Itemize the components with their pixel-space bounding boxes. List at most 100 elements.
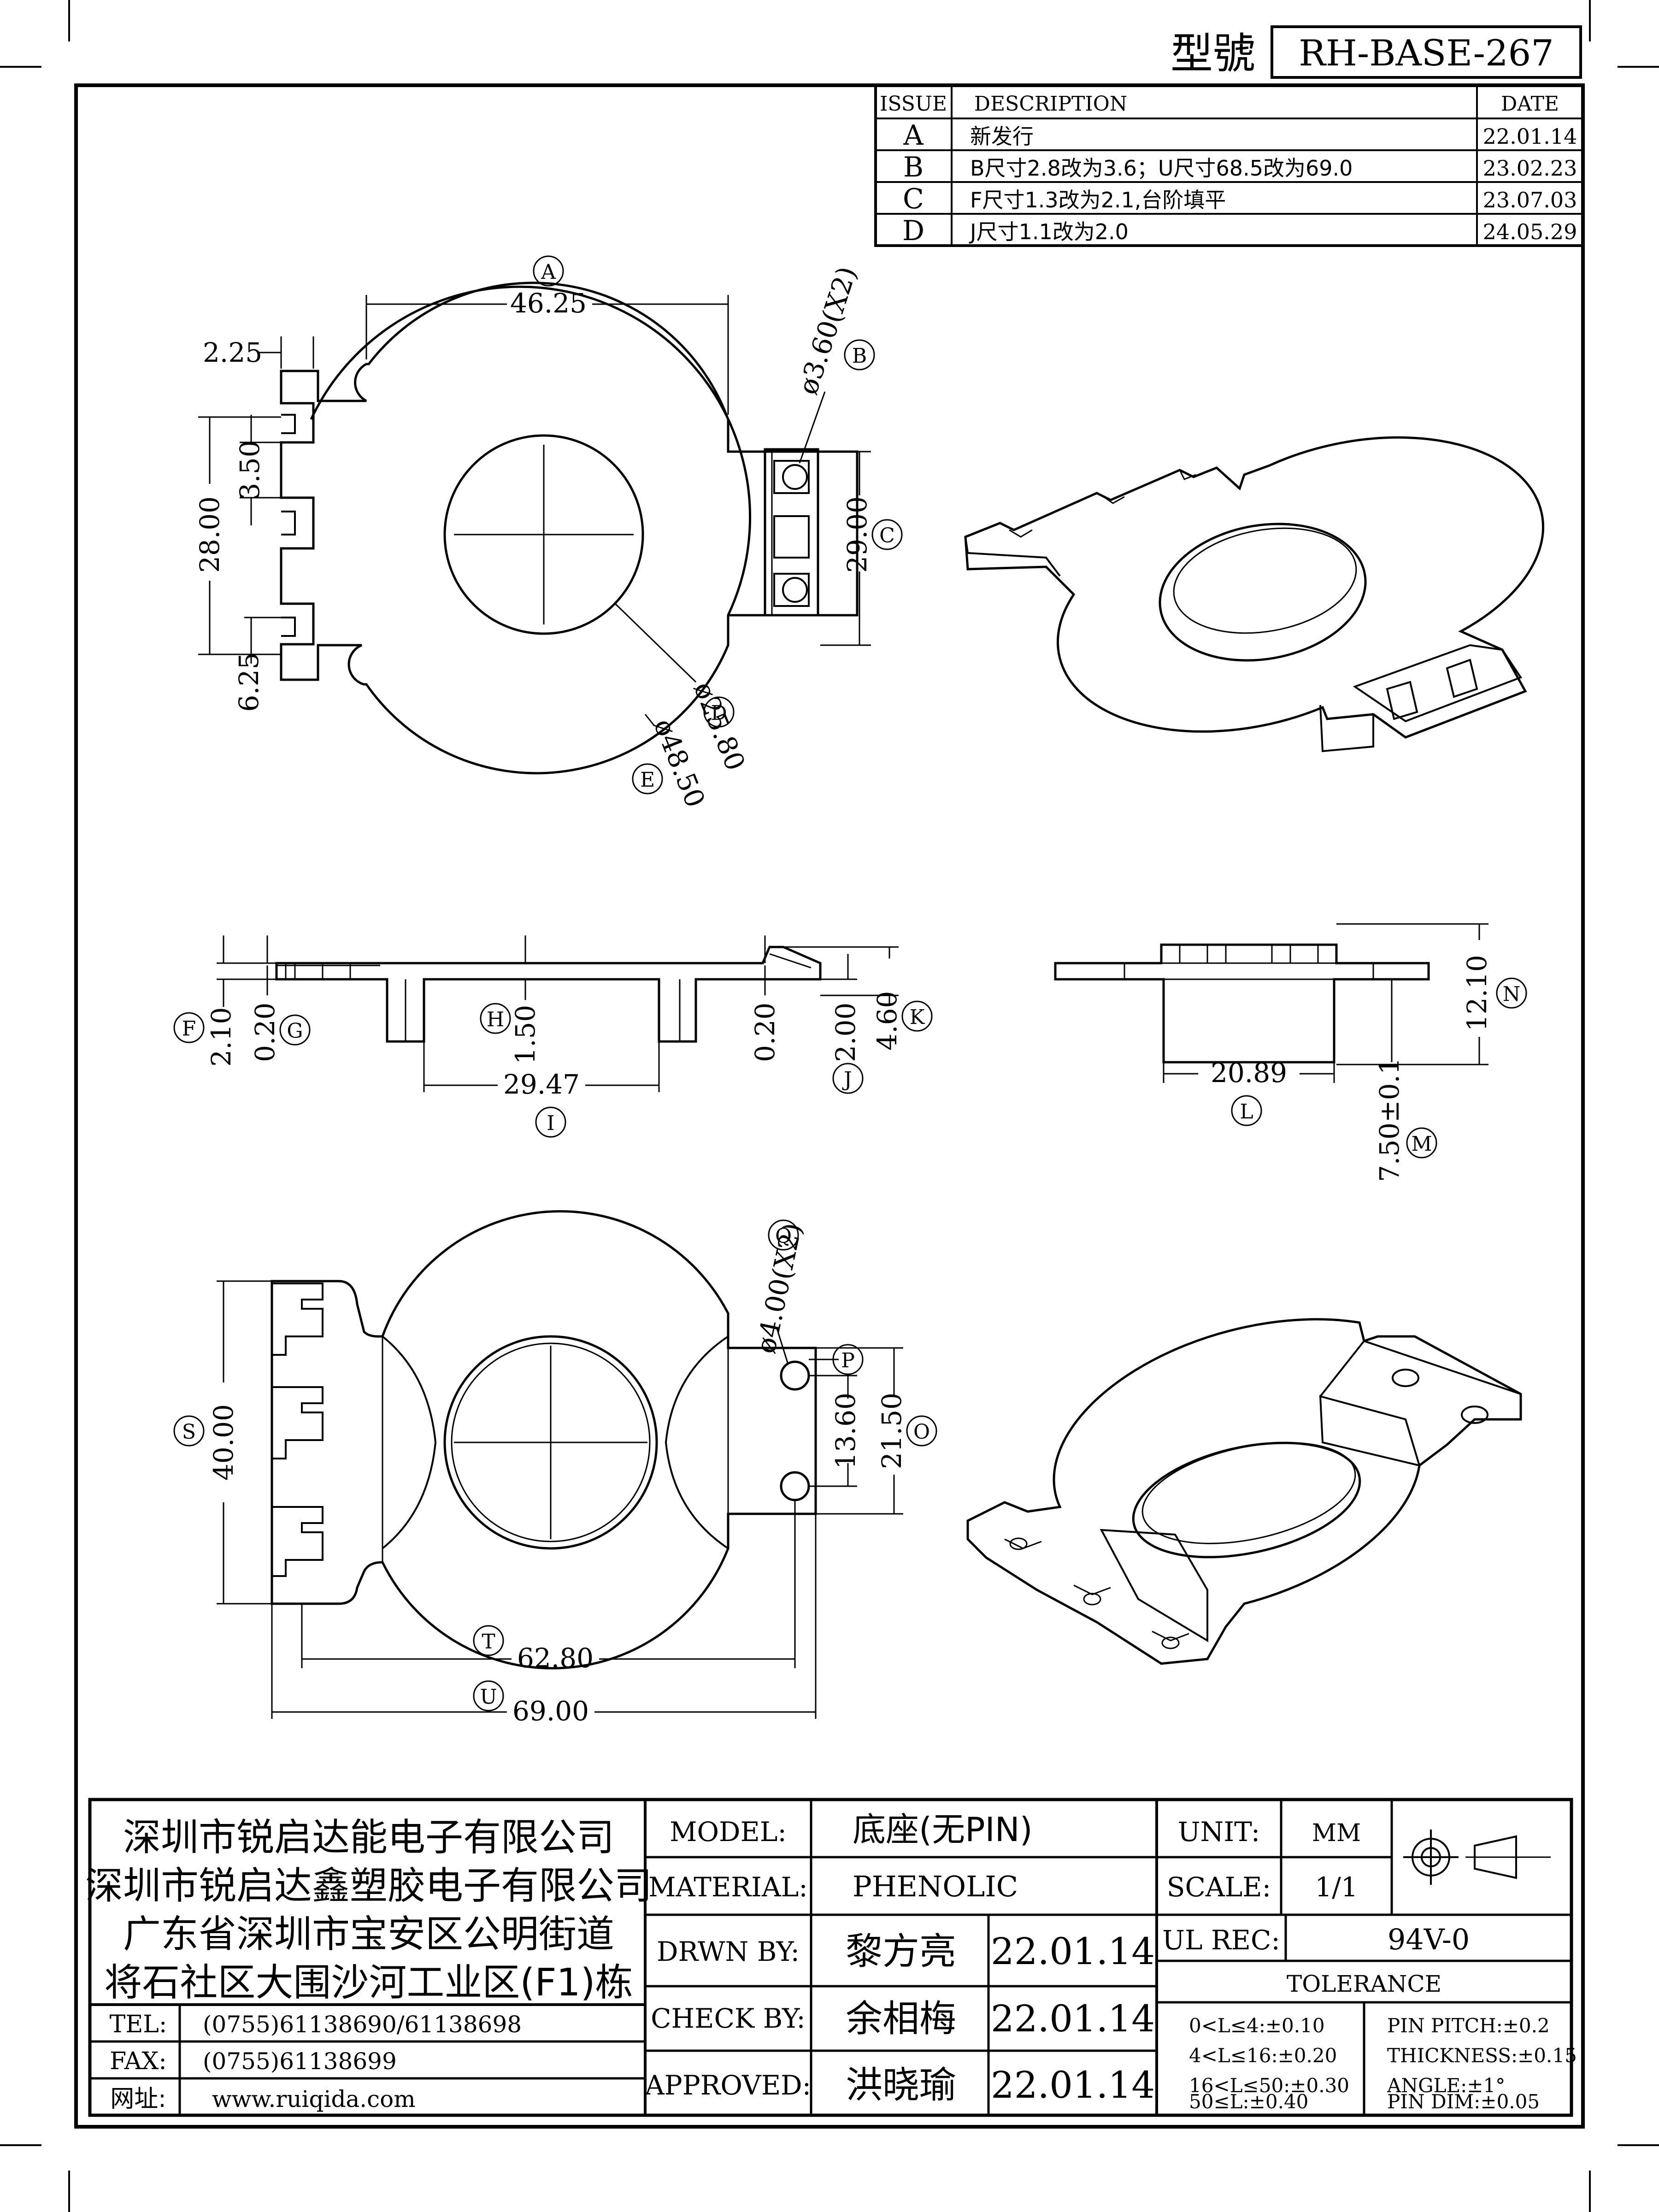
rev-row-issue: A	[903, 119, 924, 152]
dim-tag-k	[901, 1000, 933, 1032]
pin-hole	[780, 1360, 810, 1391]
rev-row-issue: D	[902, 215, 924, 247]
dim-s-value: 40.00	[208, 1404, 239, 1481]
dim-e-value: ø48.50	[647, 714, 711, 812]
rev-header-issue: ISSUE	[880, 92, 947, 116]
svg-text:O: O	[913, 1420, 930, 1444]
title-block	[88, 1798, 1573, 2117]
svg-text:P: P	[841, 1349, 855, 1372]
drawing-info: MODEL: 底座(无PIN) MATERIAL: PHENOLIC DRWN …	[645, 1810, 1577, 2113]
projection-symbol	[1403, 1830, 1551, 1885]
approved-value: 洪晓瑜	[846, 2064, 956, 2106]
svg-text:B: B	[852, 344, 867, 368]
svg-text:E: E	[640, 768, 655, 792]
company-line: 深圳市锐启达能电子有限公司	[123, 1816, 614, 1859]
iso-view-bottom	[966, 1318, 1522, 1665]
dim-tag-l	[1231, 1095, 1262, 1126]
rev-header-description: DESCRIPTION	[974, 92, 1128, 116]
svg-text:U: U	[480, 1685, 497, 1709]
dim-tag-j	[832, 1063, 864, 1094]
scale-value: 1/1	[1315, 1871, 1358, 1903]
dim-h-value: 1.50	[510, 1005, 541, 1064]
dim-u-value: 69.00	[512, 1695, 589, 1727]
side-view-dimensions: 2.10 F 0.20 G 1.50 H 29.47 I 0.20 2.00 J…	[173, 935, 933, 1138]
dim-tag-n	[1496, 977, 1527, 1009]
dim-tag-p	[832, 1344, 864, 1375]
dim-625-value: 6.25	[233, 652, 265, 712]
web-label: 网址:	[110, 2085, 166, 2113]
svg-text:I: I	[547, 1112, 554, 1135]
iso-view-top	[964, 436, 1544, 753]
tolerance-label: TOLERANCE	[1287, 1971, 1441, 1997]
svg-text:G: G	[287, 1019, 303, 1043]
company-line: 将石社区大围沙河工业区(F1)栋	[104, 1961, 633, 2005]
dim-tag-o	[906, 1415, 937, 1447]
svg-text:L: L	[1240, 1100, 1253, 1124]
fax-value: (0755)61138699	[203, 2048, 397, 2075]
rev-row-description: F尺寸1.3改为2.1,台阶填平	[970, 188, 1226, 212]
material-value: PHENOLIC	[853, 1870, 1018, 1903]
dim-c-value: 29.00	[841, 496, 873, 573]
dim-t-value: 62.80	[517, 1642, 594, 1674]
dim-350-value: 3.50	[234, 440, 265, 500]
model-no-label: 型號	[1171, 29, 1255, 78]
dim-b-value: ø3.60(X2)	[792, 263, 863, 398]
tol-right-line: PIN PITCH:±0.2	[1387, 2014, 1550, 2037]
rev-row-description: J尺寸1.1改为2.0	[969, 219, 1129, 244]
center-bore	[443, 434, 644, 635]
approved-date: 22.01.14	[991, 2064, 1155, 2106]
drawn-value: 黎方亮	[846, 1930, 956, 1973]
svg-text:H: H	[487, 1008, 504, 1031]
svg-text:D: D	[711, 701, 727, 725]
dim-f-value: 2.10	[206, 1007, 237, 1066]
dim-i-value: 29.47	[503, 1069, 580, 1100]
bottom-view-dimensions: 40.00 S 21.50 O 13.60 P ø4.00(X2) Q 62.8…	[173, 1219, 937, 1727]
dim-k-value: 4.60	[871, 991, 903, 1050]
dim-tag-a	[533, 255, 564, 287]
pin-block	[764, 448, 819, 617]
dim-tag-d	[703, 696, 735, 728]
svg-text:M: M	[1411, 1132, 1432, 1156]
tol-left-line: 0<L≤4:±0.10	[1189, 2014, 1325, 2037]
svg-text:K: K	[910, 1006, 925, 1029]
scale-label: SCALE:	[1167, 1871, 1271, 1903]
dim-1360-value: 13.60	[830, 1393, 861, 1469]
model-no-value: RH-BASE-267	[1299, 33, 1554, 74]
dim-j-value: 2.00	[830, 1002, 861, 1062]
rev-row-date: 23.07.03	[1483, 188, 1577, 212]
rev-row-description: 新发行	[970, 124, 1034, 149]
svg-text:S: S	[182, 1420, 196, 1444]
tol-left-line: 16<L≤50:±0.30	[1189, 2074, 1349, 2097]
dim-l-value: 20.89	[1211, 1057, 1287, 1088]
tol-right-line: PIN DIM:±0.05	[1387, 2090, 1540, 2113]
rev-row-description: B尺寸2.8改为3.6；U尺寸68.5改为69.0	[970, 156, 1353, 181]
dim-tag-m	[1406, 1127, 1437, 1159]
dim-g-value: 0.20	[249, 1002, 281, 1062]
dim-a-value: 46.25	[510, 288, 587, 319]
tol-left-line: 4<L≤16:±0.20	[1189, 2044, 1337, 2067]
dim-2800-value: 28.00	[194, 496, 225, 573]
revision-table: ISSUE DESCRIPTION DATE A 新发行 22.01.14 B …	[874, 84, 1584, 247]
top-view	[280, 282, 859, 775]
bottom-center-bore	[443, 1335, 658, 1550]
side-view	[275, 946, 822, 1043]
rev-row-date: 22.01.14	[1483, 124, 1577, 149]
unit-value: MM	[1312, 1819, 1361, 1847]
dim-020-value: 0.20	[749, 1002, 781, 1062]
dim-o-value: 21.50	[876, 1393, 907, 1469]
rev-row-issue: B	[903, 151, 924, 183]
svg-text:A: A	[541, 260, 556, 284]
dim-225-value: 2.25	[203, 337, 262, 368]
bottom-view	[271, 1210, 817, 1670]
dim-m-value: 7.50±0.1	[1374, 1058, 1405, 1182]
dim-tag-u	[473, 1680, 504, 1712]
ul-value: 94V-0	[1388, 1923, 1470, 1956]
dim-tag-b	[844, 339, 875, 371]
dim-tag-t	[473, 1625, 504, 1656]
tel-value: (0755)61138690/61138698	[203, 2011, 522, 2038]
drawn-date: 22.01.14	[991, 1930, 1155, 1973]
svg-text:N: N	[1503, 982, 1521, 1006]
front-view-dimensions: 12.10 N 20.89 L 7.50±0.1 M	[1163, 923, 1527, 1182]
